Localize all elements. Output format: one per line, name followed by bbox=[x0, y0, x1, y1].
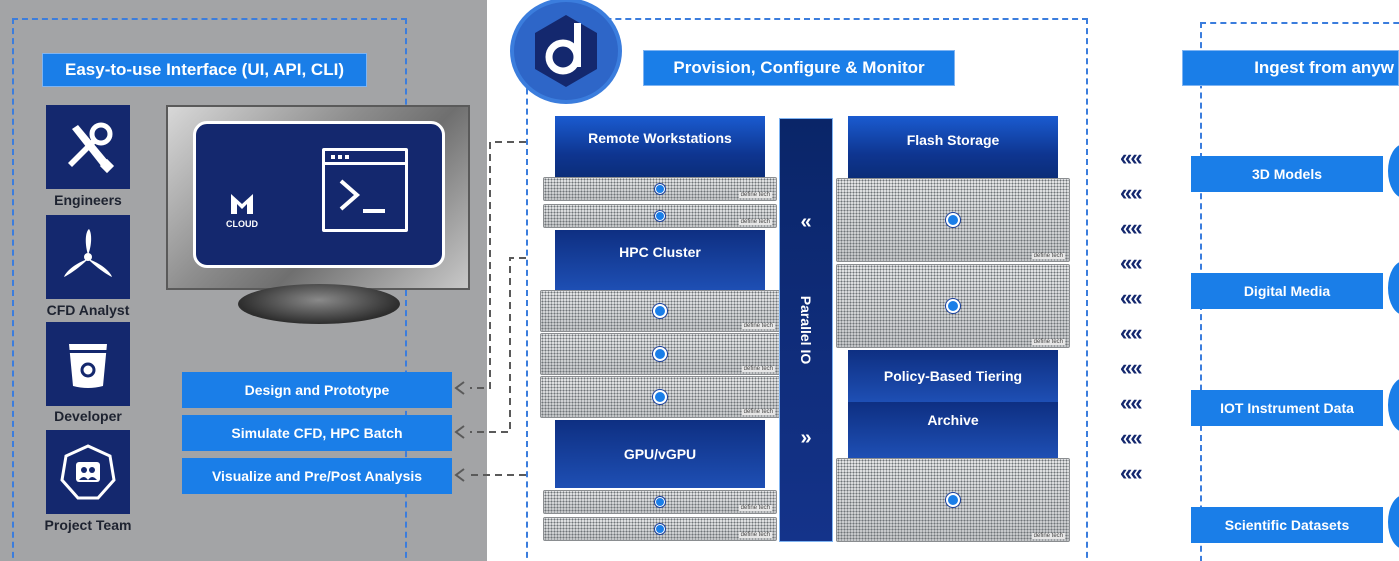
role-project-team: Project Team bbox=[44, 517, 132, 533]
cloud-logo: CLOUD bbox=[222, 192, 262, 238]
flash-server-2: define tech bbox=[836, 264, 1070, 348]
monitor-stand bbox=[238, 284, 400, 324]
double-chevron-left-icon: « « bbox=[1120, 145, 1143, 170]
double-chevron-left-icon: « « bbox=[1120, 390, 1143, 415]
parallel-io-label: Parallel IO bbox=[798, 295, 814, 365]
gpu-server-2: define tech bbox=[543, 517, 777, 541]
source-3d-models: 3D Models bbox=[1191, 156, 1383, 192]
double-chevron-left-icon: « « bbox=[1120, 320, 1143, 345]
wrench-screwdriver-icon bbox=[68, 122, 115, 174]
simulate-cfd-button[interactable]: Simulate CFD, HPC Batch bbox=[182, 415, 452, 451]
source-digital-media: Digital Media bbox=[1191, 273, 1383, 309]
source-scientific-datasets: Scientific Datasets bbox=[1191, 507, 1383, 543]
flash-storage-header: Flash Storage bbox=[848, 116, 1058, 186]
role-engineers: Engineers bbox=[54, 192, 122, 208]
gpu-header: GPU/vGPU bbox=[555, 420, 765, 488]
monitor-screen bbox=[193, 121, 445, 268]
double-chevron-left-icon: « « bbox=[1120, 355, 1143, 380]
gpu-server-1: define tech bbox=[543, 490, 777, 514]
connector-lines bbox=[454, 141, 526, 482]
workstation-server-2: define tech bbox=[543, 204, 777, 228]
ingest-label: Ingest from anyw bbox=[1182, 50, 1399, 86]
double-chevron-left-icon: « « bbox=[1120, 250, 1143, 275]
cloud-logo-text: CLOUD bbox=[226, 219, 258, 229]
flash-server-1: define tech bbox=[836, 178, 1070, 262]
project-team-icon bbox=[60, 444, 116, 500]
role-cfd-analyst: CFD Analyst bbox=[46, 302, 130, 318]
developer-tile bbox=[46, 322, 130, 406]
remote-workstations-header: Remote Workstations bbox=[555, 116, 765, 186]
define-tech-logo-icon bbox=[510, 0, 622, 104]
double-chevron-left-icon: « « bbox=[1120, 215, 1143, 240]
hpc-cluster-header: HPC Cluster bbox=[555, 230, 765, 290]
chevron-left-icon: « bbox=[800, 211, 812, 233]
hpc-server-2: define tech bbox=[540, 333, 780, 375]
ingest-arrows: « « « « « « « « « « « « « « « « « « « « bbox=[1120, 145, 1170, 495]
project-team-tile bbox=[46, 430, 130, 514]
cloud-logo-icon bbox=[231, 194, 253, 214]
engineers-tile bbox=[46, 105, 130, 189]
archive-server: define tech bbox=[836, 458, 1070, 542]
source-iot-data: IOT Instrument Data bbox=[1191, 390, 1383, 426]
archive-header: Archive bbox=[848, 402, 1058, 458]
provision-label: Provision, Configure & Monitor bbox=[643, 50, 955, 86]
bucket-icon bbox=[69, 344, 107, 388]
role-developer: Developer bbox=[54, 408, 122, 424]
interface-label: Easy-to-use Interface (UI, API, CLI) bbox=[42, 53, 367, 87]
hpc-server-1: define tech bbox=[540, 290, 780, 332]
visualize-analysis-button[interactable]: Visualize and Pre/Post Analysis bbox=[182, 458, 452, 494]
terminal-icon bbox=[322, 148, 408, 232]
propeller-icon bbox=[64, 229, 112, 277]
tiering-header: Policy-Based Tiering bbox=[848, 350, 1058, 402]
chevron-right-icon: » bbox=[800, 427, 812, 449]
double-chevron-left-icon: « « bbox=[1120, 285, 1143, 310]
double-chevron-left-icon: « « bbox=[1120, 180, 1143, 205]
design-prototype-button[interactable]: Design and Prototype bbox=[182, 372, 452, 408]
hpc-server-3: define tech bbox=[540, 376, 780, 418]
cfd-analyst-tile bbox=[46, 215, 130, 299]
workstation-server-1: define tech bbox=[543, 177, 777, 201]
double-chevron-left-icon: « « bbox=[1120, 425, 1143, 450]
double-chevron-left-icon: « « bbox=[1120, 460, 1143, 485]
parallel-io-bar: « Parallel IO » bbox=[779, 118, 833, 542]
platform-border bbox=[526, 18, 1088, 561]
